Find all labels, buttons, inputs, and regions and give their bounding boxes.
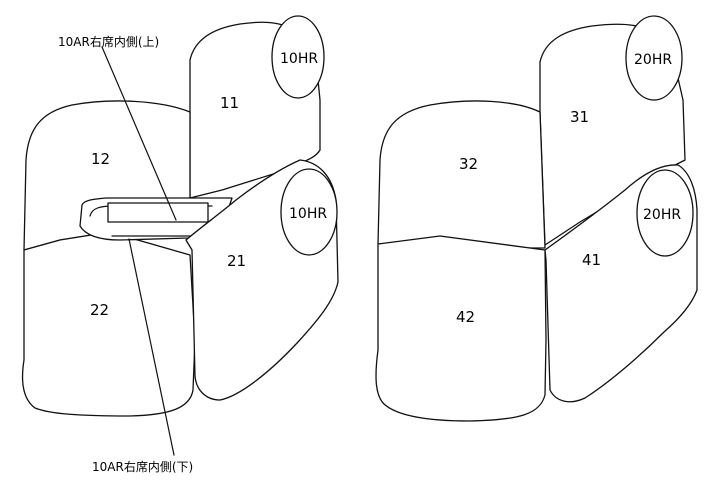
right-headrest-mid — [636, 169, 694, 257]
right-cushion-left-label: 42 — [456, 308, 475, 326]
left-armrest-top-label-box — [107, 202, 209, 223]
left-callout-top-leader — [101, 46, 177, 221]
right-seat-group: 31 32 41 42 20HR 20HR — [375, 15, 698, 422]
left-callout-top-text: 10AR右席内側(上) — [58, 34, 159, 49]
right-cushion-right-label: 41 — [582, 251, 601, 269]
left-callout-bottom-leader — [128, 238, 175, 456]
right-headrest-top-label: 20HR — [634, 52, 672, 68]
left-headrest-mid — [280, 168, 338, 256]
right-seat-back-left-panel — [377, 100, 546, 249]
left-seat-cushion-left-panel — [21, 231, 196, 417]
left-headrest-mid-label: 10HR — [289, 206, 327, 222]
left-headrest-top — [271, 15, 325, 99]
right-seat-cushion-left-panel — [375, 235, 547, 422]
left-back-right-label: 11 — [220, 94, 239, 112]
left-back-left-label: 12 — [91, 150, 110, 168]
right-headrest-top — [625, 15, 683, 101]
left-cushion-left-label: 22 — [90, 301, 109, 319]
right-back-left-label: 32 — [459, 155, 478, 173]
right-back-right-label: 31 — [570, 108, 589, 126]
left-cushion-right-label: 21 — [227, 252, 246, 270]
left-headrest-top-label: 10HR — [280, 51, 318, 67]
left-callout-bottom-text: 10AR右席内側(下) — [92, 459, 193, 474]
right-headrest-mid-label: 20HR — [643, 207, 681, 223]
left-seat-group: 10AR右席内側(上) 11 12 21 22 10HR 10HR 10AR右席… — [21, 15, 339, 474]
